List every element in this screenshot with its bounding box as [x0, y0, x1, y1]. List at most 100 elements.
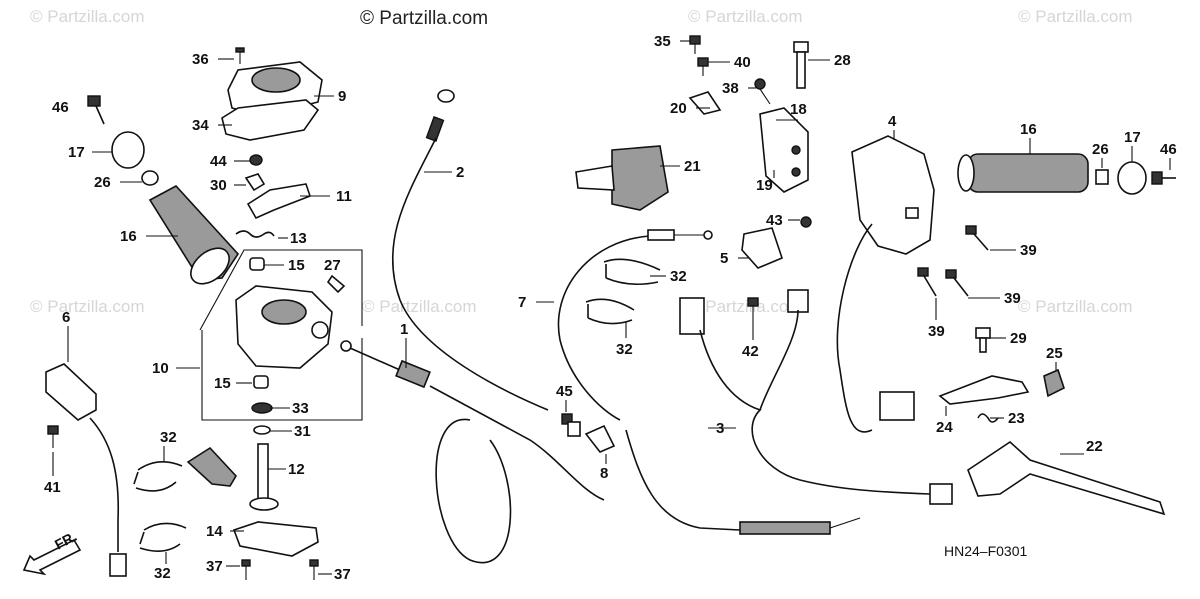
part-43-nut [800, 216, 812, 228]
callout-19: 19 [756, 177, 773, 194]
part-27-pin [326, 274, 346, 294]
callout-16: 16 [120, 228, 137, 245]
part-30-clip [244, 173, 266, 192]
part-24-bracket [938, 375, 1030, 405]
watermark: © Partzilla.com [688, 7, 803, 26]
callout-29: 29 [1010, 330, 1027, 347]
part-20-plate [688, 91, 722, 115]
watermarks: © Partzilla.com © Partzilla.com © Partzi… [30, 7, 1133, 316]
callout-1: 1 [400, 321, 408, 338]
callout-2: 2 [456, 164, 464, 181]
callout-5: 5 [720, 250, 728, 267]
callout-45: 45 [556, 383, 573, 400]
part-32-band [585, 298, 635, 325]
callout-27: 27 [324, 257, 341, 274]
callout-23: 23 [1008, 410, 1025, 427]
callout-26: 26 [94, 174, 111, 191]
callout-32: 32 [616, 341, 633, 358]
part-33-washer [251, 402, 273, 414]
callout-14: 14 [206, 523, 223, 540]
watermark: © Partzilla.com [30, 297, 145, 316]
part-34-gasket [221, 99, 320, 141]
part-14-bracket [232, 521, 319, 557]
callout-22: 22 [1086, 438, 1103, 455]
part-11-plate [246, 183, 311, 220]
part-36-bolt [235, 47, 245, 64]
part-3-wire-harness [679, 289, 953, 505]
callout-15: 15 [214, 375, 231, 392]
callout-41: 41 [44, 479, 61, 496]
callout-3: 3 [716, 420, 724, 437]
callout-36: 36 [192, 51, 209, 68]
part-39-screw [965, 225, 989, 251]
part-15-collar [253, 375, 269, 389]
part-16-grip-right [957, 153, 1089, 193]
callout-46: 46 [1160, 141, 1177, 158]
part-31-washer [253, 425, 271, 435]
watermark: © Partzilla.com [362, 297, 477, 316]
part-26-collar [141, 170, 159, 186]
part-13-spring [235, 230, 275, 238]
callout-10: 10 [152, 360, 169, 377]
bracket-10 [199, 249, 363, 421]
callout-12: 12 [288, 461, 305, 478]
callout-25: 25 [1046, 345, 1063, 362]
part-28-bolt [793, 41, 809, 89]
part-45-bolt [561, 413, 581, 437]
watermark: © Partzilla.com [1018, 7, 1133, 26]
part-25-pivot [1043, 368, 1065, 398]
part-32-band [139, 522, 187, 552]
callout-16: 16 [1020, 121, 1037, 138]
callout-18: 18 [790, 101, 807, 118]
part-2-cable [391, 89, 549, 411]
part-38-bolt [754, 78, 771, 105]
callout-30: 30 [210, 177, 227, 194]
watermark: © Partzilla.com [688, 297, 803, 316]
callout-8: 8 [600, 465, 608, 482]
part-21-cover [575, 145, 669, 211]
callout-40: 40 [734, 54, 751, 71]
callout-15: 15 [288, 257, 305, 274]
callout-37: 37 [206, 558, 223, 575]
front-direction-arrow: FR. [22, 528, 82, 576]
callout-9: 9 [338, 88, 346, 105]
part-18-19-switch [759, 107, 809, 193]
credit-text: © Partzilla.com [360, 8, 488, 29]
watermark: © Partzilla.com [1018, 297, 1133, 316]
part-41-bolt [47, 425, 59, 448]
callout-34: 34 [192, 117, 209, 134]
callout-24: 24 [936, 419, 953, 436]
part-44-nut [249, 154, 263, 166]
part-39-screw [917, 267, 937, 297]
part-46-screw [1151, 171, 1176, 185]
part-37-bolt [309, 559, 319, 580]
part-6-switch-module [45, 363, 127, 577]
part-17-weight [111, 131, 145, 169]
part-42-bolt [747, 297, 759, 318]
part-5-relay [741, 227, 783, 269]
diagram-code: HN24–F0301 [944, 543, 1027, 559]
callout-37: 37 [334, 566, 351, 583]
callout-13: 13 [290, 230, 307, 247]
part-32-band [603, 258, 661, 286]
part-16-grip-left [148, 184, 240, 285]
callout-43: 43 [766, 212, 783, 229]
callouts: 36 9 34 44 30 11 46 17 26 16 13 15 27 10… [44, 33, 1177, 583]
callout-7: 7 [518, 294, 526, 311]
part-23-spring [977, 413, 999, 423]
part-26-collar [1095, 169, 1109, 185]
callout-26: 26 [1092, 141, 1109, 158]
callout-28: 28 [834, 52, 851, 69]
callout-21: 21 [684, 158, 701, 175]
callout-32: 32 [160, 429, 177, 446]
part-35-bolt [689, 35, 701, 54]
callout-4: 4 [888, 113, 897, 130]
part-10-throttle-housing [235, 285, 333, 369]
part-37-bolt [241, 559, 251, 580]
callout-17: 17 [1124, 129, 1141, 146]
part-1-cable [340, 340, 605, 564]
callout-11: 11 [336, 188, 352, 205]
part-15-collar [249, 257, 265, 271]
callout-17: 17 [68, 144, 85, 161]
callout-42: 42 [742, 343, 759, 360]
